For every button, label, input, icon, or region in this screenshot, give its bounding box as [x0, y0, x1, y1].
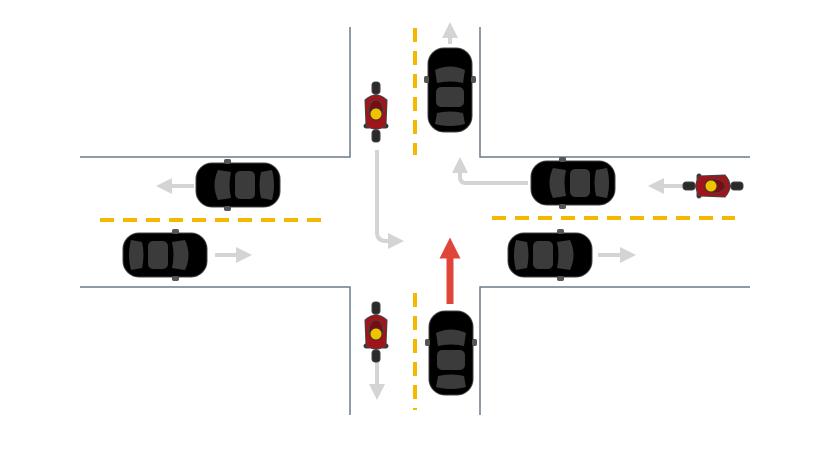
center-lines [100, 28, 735, 410]
car-blue-westbound-top-left [195, 158, 281, 212]
car-white-eastbound-bottom-right [507, 228, 593, 282]
motion-arrows [156, 22, 684, 400]
car-yellow-northbound-top [423, 47, 477, 133]
curb-bottom-left [80, 286, 351, 415]
arrow-motorcycle-top-left-turn [375, 150, 404, 249]
arrow-blue-car-right-turn [452, 157, 528, 185]
motorcycle-southbound-bottom [363, 301, 389, 363]
motorcycle-westbound-right [682, 173, 744, 199]
motorcycle-southbound-top [363, 81, 389, 143]
car-blue-westbound-right-turning [530, 156, 616, 210]
curb-bottom-right [479, 286, 750, 415]
curb-top-right [479, 27, 750, 158]
car-red-northbound-ego [424, 310, 478, 396]
curb-top-left [80, 27, 351, 158]
car-white-eastbound-bottom-left [122, 228, 208, 282]
road-curbs [80, 27, 750, 415]
